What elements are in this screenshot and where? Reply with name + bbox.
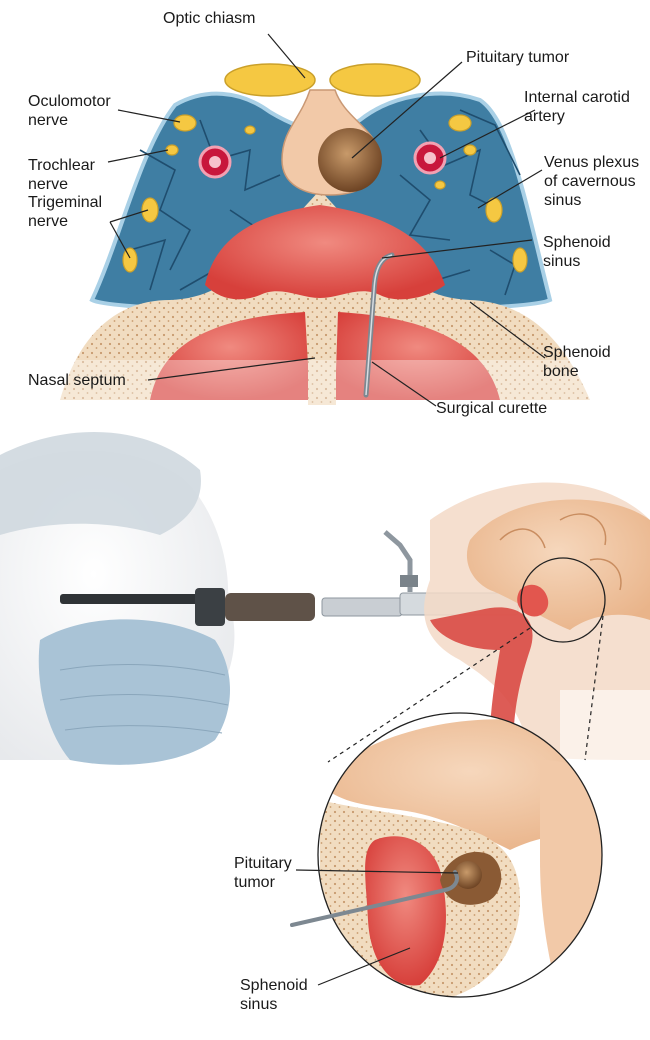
label-venus-plexus: Venus plexus of cavernous sinus xyxy=(544,153,639,210)
label-optic-chiasm: Optic chiasm xyxy=(163,9,255,28)
label-sphenoid-sinus-bottom: Sphenoid sinus xyxy=(240,976,308,1014)
surgical-cap xyxy=(0,432,201,535)
label-internal-carotid-artery: Internal carotid artery xyxy=(524,88,630,126)
label-pituitary-tumor-top: Pituitary tumor xyxy=(466,48,569,67)
surgical-mask xyxy=(39,619,230,764)
label-pituitary-tumor-bottom: Pituitary tumor xyxy=(234,854,292,892)
label-trochlear-nerve: Trochlear nerve xyxy=(28,156,95,194)
pituitary-tumor xyxy=(318,128,382,192)
label-trigeminal-nerve: Trigeminal nerve xyxy=(28,193,102,231)
label-sphenoid-bone: Sphenoid bone xyxy=(543,343,611,381)
label-nasal-septum: Nasal septum xyxy=(28,371,126,390)
label-oculomotor-nerve: Oculomotor nerve xyxy=(28,92,111,130)
label-surgical-curette: Surgical curette xyxy=(436,399,547,418)
label-sphenoid-sinus-top: Sphenoid sinus xyxy=(543,233,611,271)
eyewear-band xyxy=(60,594,210,604)
